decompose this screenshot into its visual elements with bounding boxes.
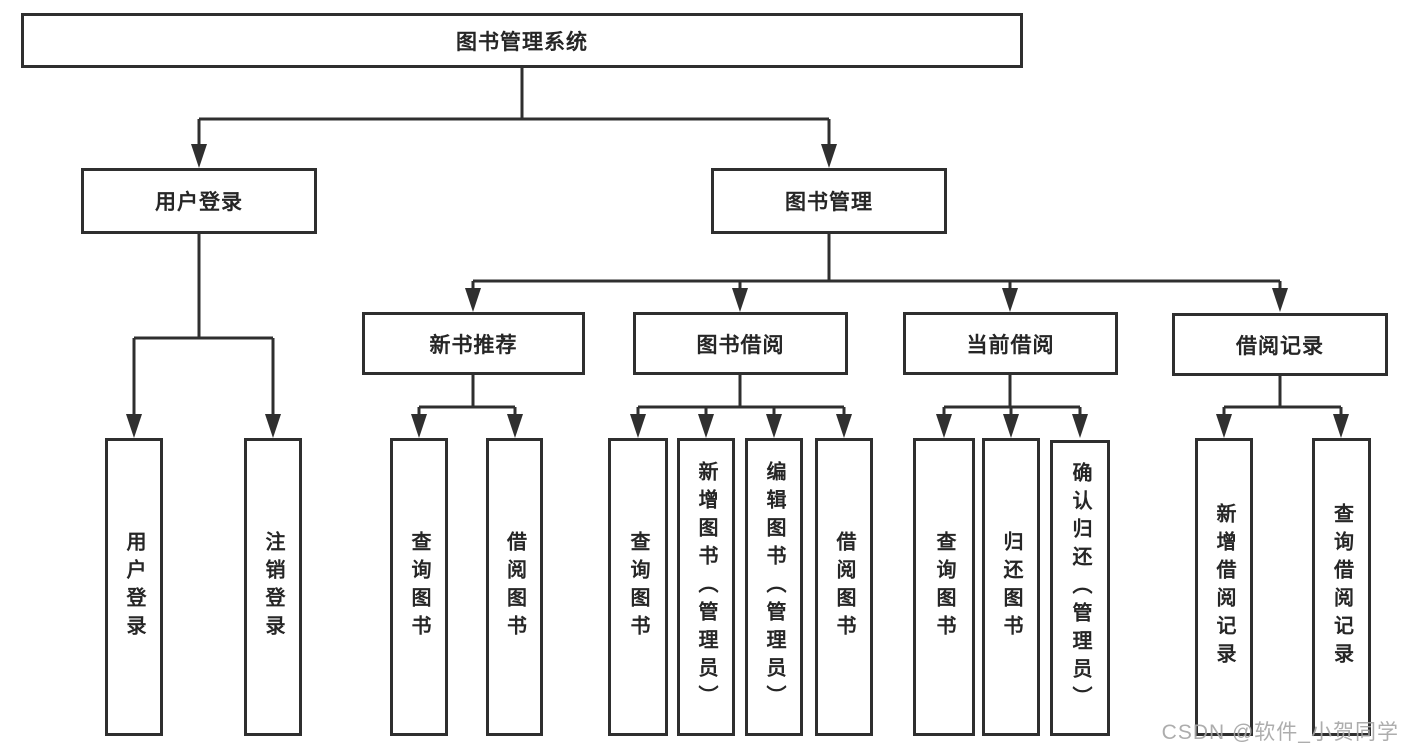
connector-current-borrow-to-leaves: [936, 375, 1088, 438]
node-new-book-recommend: 新书推荐: [362, 312, 585, 375]
leaf-add-borrow-record: 新增借阅记录: [1195, 438, 1253, 736]
connector-book-mgmt-to-categories: [465, 234, 1288, 312]
leaf-query-books-borrow: 查询图书: [608, 438, 668, 736]
connector-book-borrow-to-leaves: [630, 375, 852, 438]
leaf-borrow-books: 借阅图书: [815, 438, 873, 736]
node-book-management: 图书管理: [711, 168, 947, 234]
leaf-add-book-admin: 新增图书（管理员）: [677, 438, 735, 736]
leaf-logout: 注销登录: [244, 438, 302, 736]
connector-new-book-to-leaves: [411, 375, 523, 438]
connector-root-to-level2: [191, 68, 837, 168]
node-user-login: 用户登录: [81, 168, 317, 234]
leaf-user-login: 用户登录: [105, 438, 163, 736]
node-label: 当前借阅: [966, 333, 1055, 357]
leaf-label: 确认归还（管理员）: [1069, 462, 1091, 714]
leaf-borrow-books-recommend: 借阅图书: [486, 438, 543, 736]
connector-user-login-to-leaves: [126, 234, 281, 438]
leaf-label: 查询图书: [933, 531, 955, 643]
leaf-label: 查询图书: [627, 531, 649, 643]
node-label: 图书借阅: [696, 333, 785, 357]
csdn-watermark: CSDN @软件_小贺同学: [1161, 721, 1399, 744]
leaf-query-borrow-record: 查询借阅记录: [1312, 438, 1371, 736]
node-label: 图书管理系统: [456, 30, 588, 54]
leaf-label: 新增图书（管理员）: [695, 461, 717, 713]
leaf-label: 注销登录: [262, 531, 284, 643]
leaf-label: 新增借阅记录: [1213, 503, 1235, 671]
leaf-label: 用户登录: [123, 531, 145, 643]
node-library-system: 图书管理系统: [21, 13, 1023, 68]
leaf-confirm-return-admin: 确认归还（管理员）: [1050, 440, 1110, 736]
node-borrow-records: 借阅记录: [1172, 313, 1388, 376]
node-label: 图书管理: [785, 191, 873, 214]
leaf-label: 查询图书: [408, 531, 430, 643]
node-label: 新书推荐: [429, 333, 518, 357]
leaf-label: 借阅图书: [503, 531, 526, 643]
leaf-query-books-recommend: 查询图书: [390, 438, 448, 736]
leaf-edit-book-admin: 编辑图书（管理员）: [745, 438, 803, 736]
node-book-borrow: 图书借阅: [633, 312, 848, 375]
node-current-borrow: 当前借阅: [903, 312, 1118, 375]
leaf-label: 查询借阅记录: [1330, 503, 1353, 671]
leaf-query-books-current: 查询图书: [913, 438, 975, 736]
node-label: 借阅记录: [1236, 334, 1324, 358]
connector-borrow-records-to-leaves: [1216, 376, 1349, 438]
leaf-label: 借阅图书: [833, 531, 855, 643]
leaf-return-book: 归还图书: [982, 438, 1040, 736]
node-label: 用户登录: [155, 191, 243, 214]
leaf-label: 归还图书: [1000, 531, 1022, 643]
leaf-label: 编辑图书（管理员）: [763, 461, 785, 713]
